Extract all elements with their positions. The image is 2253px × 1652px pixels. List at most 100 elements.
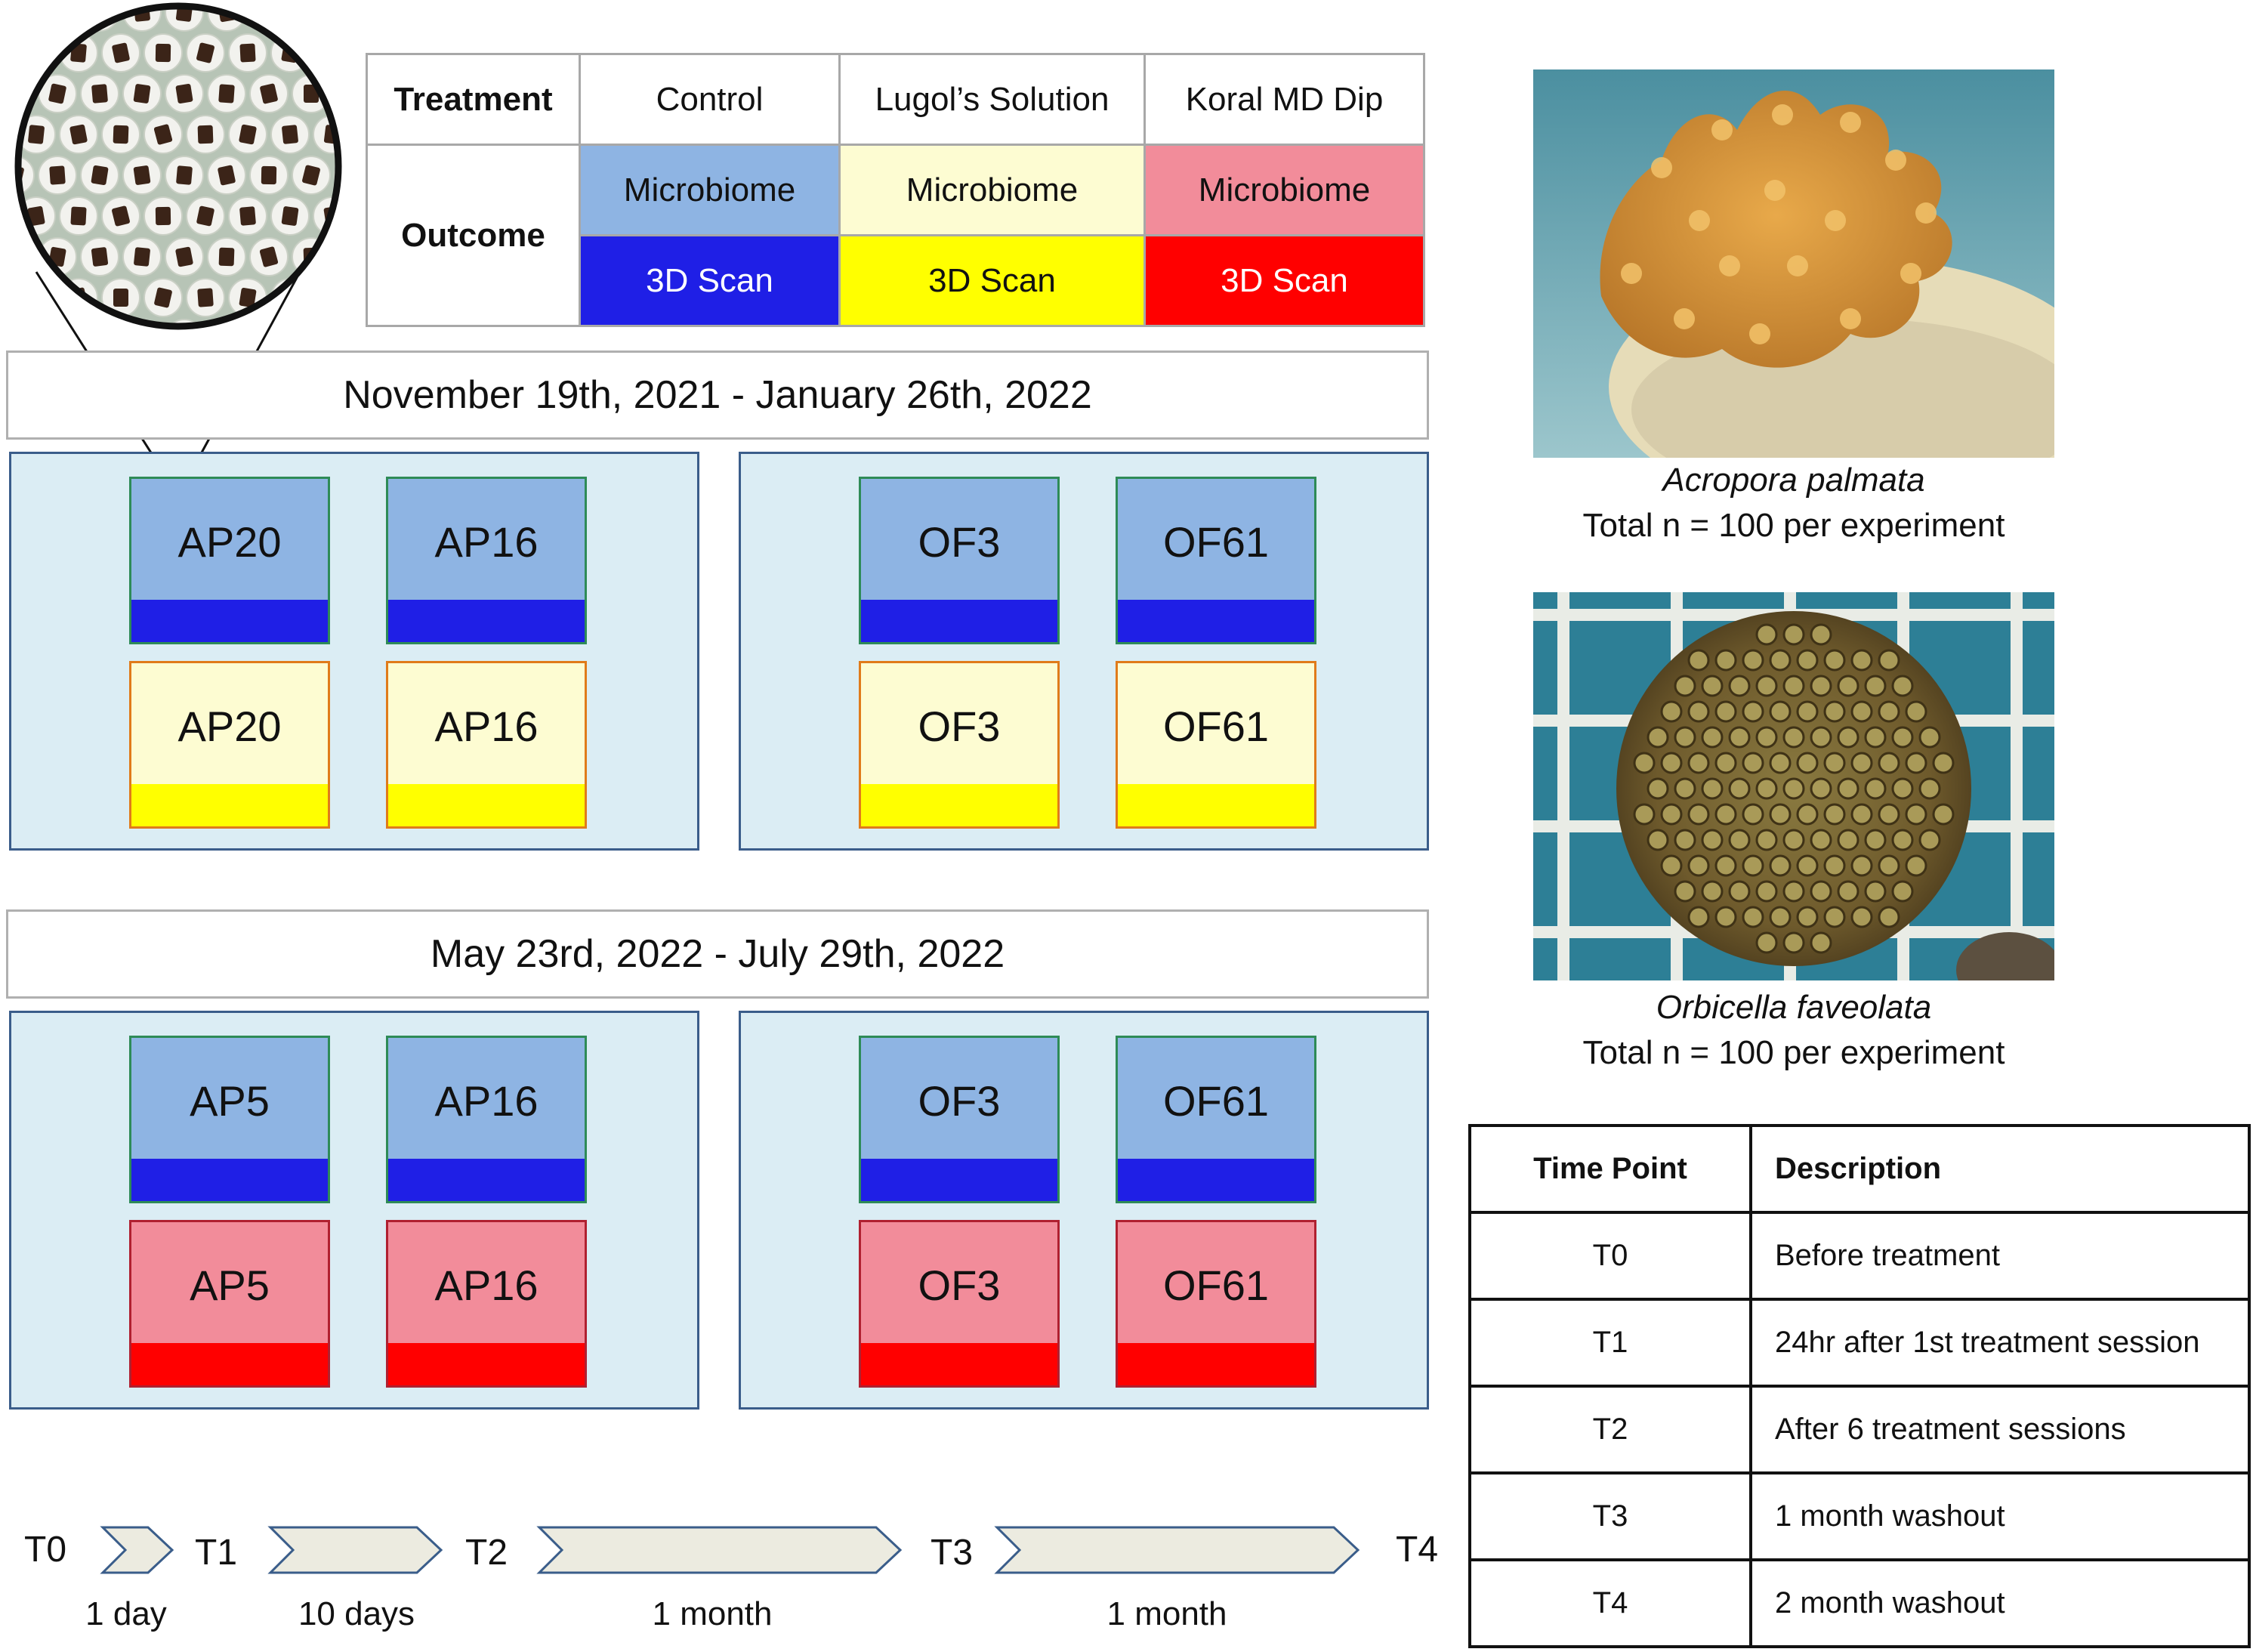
scan-strip [388, 1343, 585, 1385]
sample-tile: OF3 [859, 1036, 1060, 1203]
coral-plug-grid-zoom [14, 2, 342, 496]
timeline-arrow-1 [100, 1526, 174, 1574]
sample-tile: OF61 [1116, 1220, 1316, 1388]
koral-3d-scan-cell: 3D Scan [1143, 234, 1425, 327]
scan-strip [388, 1159, 585, 1201]
sample-label: OF3 [918, 1076, 1001, 1125]
koral-microbiome-cell: Microbiome [1143, 144, 1425, 236]
control-microbiome-cell: Microbiome [579, 144, 841, 236]
sample-label: OF61 [1162, 517, 1270, 566]
sample-label: OF3 [918, 517, 1001, 566]
sample-tile: AP16 [386, 1220, 587, 1388]
experiment-1-orbicella-panel: OF3 OF61 OF3 OF61 [739, 452, 1429, 851]
orbicella-faveolata-photo [1533, 592, 2054, 980]
experiment-2-orbicella-panel: OF3 OF61 OF3 OF61 [739, 1011, 1429, 1410]
sample-tile: OF61 [1116, 477, 1316, 644]
sample-label: OF3 [918, 1261, 1001, 1309]
table-row: T3 1 month washout [1468, 1471, 2251, 1561]
timeline-point-t0: T0 [24, 1530, 67, 1570]
table-row: T1 24hr after 1st treatment session [1468, 1298, 2251, 1388]
timeline-point-t2: T2 [465, 1533, 508, 1573]
acropora-palmata-photo [1533, 69, 2054, 458]
scan-strip [1118, 784, 1314, 826]
sample-label: OF61 [1162, 702, 1270, 750]
acropora-species-name: Acropora palmata [1662, 462, 1925, 499]
experiment-1-date-banner: November 19th, 2021 - January 26th, 2022 [6, 350, 1429, 440]
description-cell: 1 month washout [1749, 1471, 2251, 1561]
sample-label: AP16 [434, 1261, 539, 1309]
lugol-3d-scan-cell: 3D Scan [838, 234, 1146, 327]
outcome-row-header: Outcome [366, 144, 581, 327]
timeline-duration-2: 10 days [298, 1595, 415, 1632]
scan-strip [861, 784, 1057, 826]
scan-strip [1118, 600, 1314, 642]
sample-label: AP16 [434, 517, 539, 566]
timepoint-table: Time Point Description T0 Before treatme… [1468, 1124, 2251, 1648]
experiment-1-acropora-panel: AP20 AP16 AP20 AP16 [9, 452, 699, 851]
table-row: T0 Before treatment [1468, 1211, 2251, 1301]
timeline-point-t4: T4 [1396, 1530, 1439, 1570]
scan-strip [131, 1159, 328, 1201]
sample-tile: AP16 [386, 661, 587, 829]
sample-tile: OF3 [859, 661, 1060, 829]
experiment-2-acropora-panel: AP5 AP16 AP5 AP16 [9, 1011, 699, 1410]
timeline-arrow-3 [536, 1526, 903, 1574]
treatment-table: Treatment Control Lugol’s Solution Koral… [366, 53, 1425, 327]
sample-tile: AP20 [129, 661, 330, 829]
scan-strip [131, 600, 328, 642]
scan-strip [861, 1343, 1057, 1385]
table-row: T4 2 month washout [1468, 1558, 2251, 1648]
description-header: Description [1749, 1124, 2251, 1214]
sample-label: AP5 [190, 1261, 270, 1309]
treatment-koral-cell: Koral MD Dip [1143, 53, 1425, 146]
description-cell: 24hr after 1st treatment session [1749, 1298, 2251, 1388]
timepoint-cell: T2 [1468, 1385, 1752, 1474]
lugol-microbiome-cell: Microbiome [838, 144, 1146, 236]
treatment-row-header: Treatment [366, 53, 581, 146]
scan-strip [131, 1343, 328, 1385]
scan-strip [1118, 1159, 1314, 1201]
sample-tile: AP16 [386, 477, 587, 644]
description-cell: Before treatment [1749, 1211, 2251, 1301]
scan-strip [131, 784, 328, 826]
acropora-total-n: Total n = 100 per experiment [1582, 507, 2005, 544]
experiment-2-date-banner: May 23rd, 2022 - July 29th, 2022 [6, 909, 1429, 999]
timeline-duration-3: 1 month [652, 1595, 773, 1632]
sample-label: AP5 [190, 1076, 270, 1125]
sample-tile: AP5 [129, 1220, 330, 1388]
treatment-lugol-cell: Lugol’s Solution [838, 53, 1146, 146]
sample-tile: OF61 [1116, 661, 1316, 829]
sample-label: AP20 [177, 517, 282, 566]
sample-tile: AP20 [129, 477, 330, 644]
timeline-arrows [100, 1526, 1360, 1574]
description-cell: After 6 treatment sessions [1749, 1385, 2251, 1474]
sample-label: AP20 [177, 702, 282, 750]
timepoint-cell: T0 [1468, 1211, 1752, 1301]
sample-label: OF61 [1162, 1076, 1270, 1125]
acropora-caption: Acropora palmata Total n = 100 per exper… [1533, 458, 2054, 548]
sample-label: OF61 [1162, 1261, 1270, 1309]
control-3d-scan-cell: 3D Scan [579, 234, 841, 327]
table-row: T2 After 6 treatment sessions [1468, 1385, 2251, 1474]
timeline-duration-4: 1 month [1106, 1595, 1227, 1632]
scan-strip [861, 1159, 1057, 1201]
scan-strip [861, 600, 1057, 642]
sample-label: OF3 [918, 702, 1001, 750]
timepoint-cell: T4 [1468, 1558, 1752, 1648]
timeline-point-t1: T1 [195, 1533, 238, 1573]
sample-tile: OF3 [859, 1220, 1060, 1388]
sample-label: AP16 [434, 702, 539, 750]
timepoint-cell: T1 [1468, 1298, 1752, 1388]
timeline-point-t3: T3 [931, 1533, 974, 1573]
orbicella-species-name: Orbicella faveolata [1656, 989, 1932, 1026]
treatment-control-cell: Control [579, 53, 841, 146]
timeline-arrow-2 [267, 1526, 443, 1574]
scan-strip [388, 784, 585, 826]
orbicella-total-n: Total n = 100 per experiment [1582, 1034, 2005, 1071]
orbicella-caption: Orbicella faveolata Total n = 100 per ex… [1533, 985, 2054, 1076]
sample-tile: AP16 [386, 1036, 587, 1203]
timepoint-header: Time Point [1468, 1124, 1752, 1214]
sample-tile: AP5 [129, 1036, 330, 1203]
description-cell: 2 month washout [1749, 1558, 2251, 1648]
sample-tile: OF3 [859, 477, 1060, 644]
